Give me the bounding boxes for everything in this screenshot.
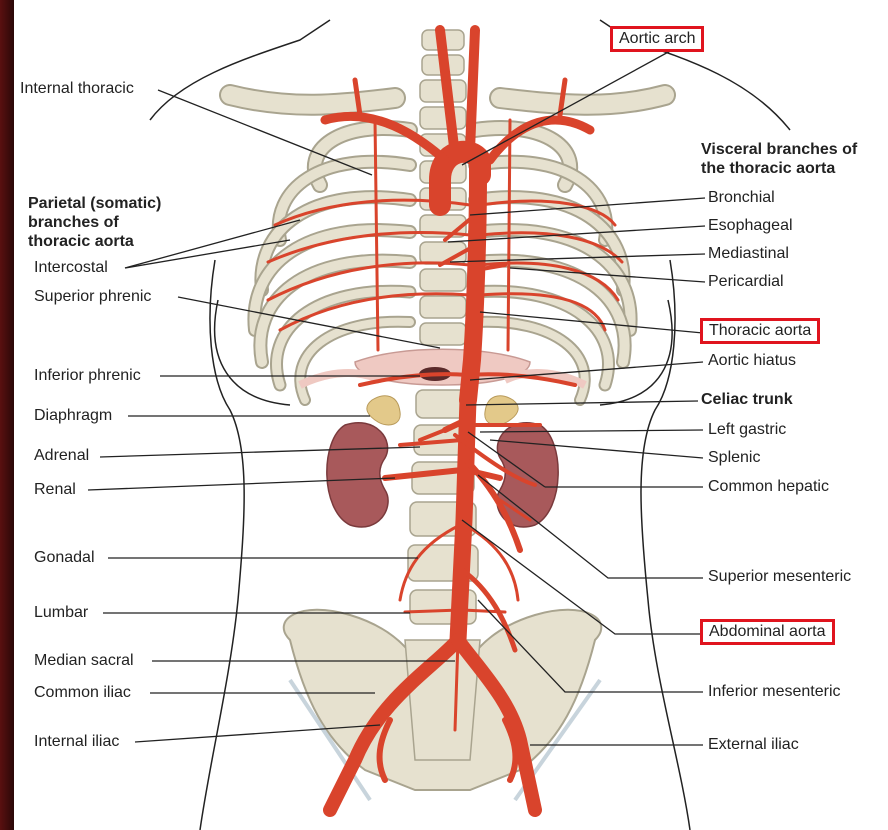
leader-intercostal-2	[124, 239, 291, 269]
label-common-iliac: Common iliac	[34, 684, 131, 701]
leader-splenic	[489, 439, 704, 459]
label-aortic-arch: Aortic arch	[610, 26, 705, 52]
leader-lines	[87, 49, 706, 746]
label-superior-mesenteric: Superior mesenteric	[708, 568, 852, 585]
label-parietal-branches-3: thoracic aorta	[28, 233, 134, 250]
label-splenic: Splenic	[708, 449, 761, 466]
label-gonadal: Gonadal	[34, 549, 95, 566]
label-superior-phrenic: Superior phrenic	[34, 288, 152, 305]
breast-outline-left	[213, 299, 291, 406]
leader-intercostal-1	[124, 219, 301, 269]
label-diaphragm: Diaphragm	[34, 407, 113, 424]
leader-renal	[87, 477, 396, 491]
diaphragm-dome-left	[298, 369, 382, 389]
label-thoracic-aorta: Thoracic aorta	[700, 318, 821, 344]
arterial-tree	[266, 25, 624, 817]
body-outline-right	[640, 259, 691, 830]
label-renal: Renal	[34, 481, 76, 498]
label-parietal-branches-1: Parietal (somatic)	[28, 195, 162, 212]
label-inferior-phrenic: Inferior phrenic	[34, 367, 141, 384]
thoracic-aorta-vessel	[459, 166, 487, 409]
kidney-left	[326, 422, 389, 528]
clavicle-right-fill	[491, 86, 674, 114]
leader-aortic-hiatus	[469, 361, 704, 381]
common-iliac-right	[451, 633, 542, 817]
leader-adrenal	[99, 446, 421, 458]
label-lumbar: Lumbar	[34, 604, 89, 621]
label-common-hepatic: Common hepatic	[708, 478, 829, 495]
label-visceral-branches-1: Visceral branches of	[701, 141, 858, 158]
label-pericardial: Pericardial	[708, 273, 784, 290]
label-aortic-hiatus: Aortic hiatus	[708, 352, 797, 369]
leader-internal-iliac	[134, 724, 381, 743]
leader-thoracic-aorta	[479, 311, 704, 334]
label-internal-iliac: Internal iliac	[34, 733, 120, 750]
label-mediastinal: Mediastinal	[708, 245, 789, 262]
body-outline-left	[199, 259, 245, 830]
diagram-artwork	[87, 19, 791, 830]
leader-bronchial	[469, 197, 706, 216]
adrenal-right	[484, 395, 519, 426]
leader-superior-phrenic	[177, 296, 441, 349]
leader-inferior-mesenteric	[477, 599, 703, 693]
leader-abdominal-aorta	[461, 519, 703, 635]
label-celiac-trunk: Celiac trunk	[701, 391, 793, 408]
leader-common-hepatic-2	[467, 431, 546, 488]
common-iliac-left	[323, 633, 465, 817]
abdominal-aorta-vessel	[449, 391, 477, 649]
leader-aortic-arch	[461, 49, 673, 166]
label-parietal-branches-2: branches of	[28, 214, 119, 231]
leader-superior-mesenteric	[477, 474, 703, 579]
label-bronchial: Bronchial	[708, 189, 775, 206]
label-left-gastric: Left gastric	[708, 421, 787, 438]
adrenal-left	[366, 395, 401, 426]
leader-pericardial	[509, 267, 706, 283]
leader-celiac-trunk	[465, 400, 699, 406]
label-intercostal: Intercostal	[34, 259, 108, 276]
label-inferior-mesenteric: Inferior mesenteric	[708, 683, 841, 700]
leader-internal-thoracic	[157, 89, 373, 176]
clavicle-left-fill	[221, 86, 404, 114]
label-visceral-branches-2: the thoracic aorta	[701, 160, 836, 177]
leader-left-gastric	[479, 429, 704, 433]
vertebral-column	[404, 29, 481, 761]
label-esophageal: Esophageal	[708, 217, 793, 234]
label-abdominal-aorta: Abdominal aorta	[700, 619, 835, 645]
leader-esophageal	[447, 225, 706, 243]
leader-mediastinal	[449, 253, 706, 263]
anatomy-diagram: Aortic arch Internal thoracic Visceral b…	[14, 0, 888, 830]
label-internal-thoracic: Internal thoracic	[20, 80, 134, 97]
label-external-iliac: External iliac	[708, 736, 799, 753]
label-adrenal: Adrenal	[34, 447, 90, 464]
pelvis-ligament-left	[288, 678, 372, 802]
label-median-sacral: Median sacral	[34, 652, 134, 669]
